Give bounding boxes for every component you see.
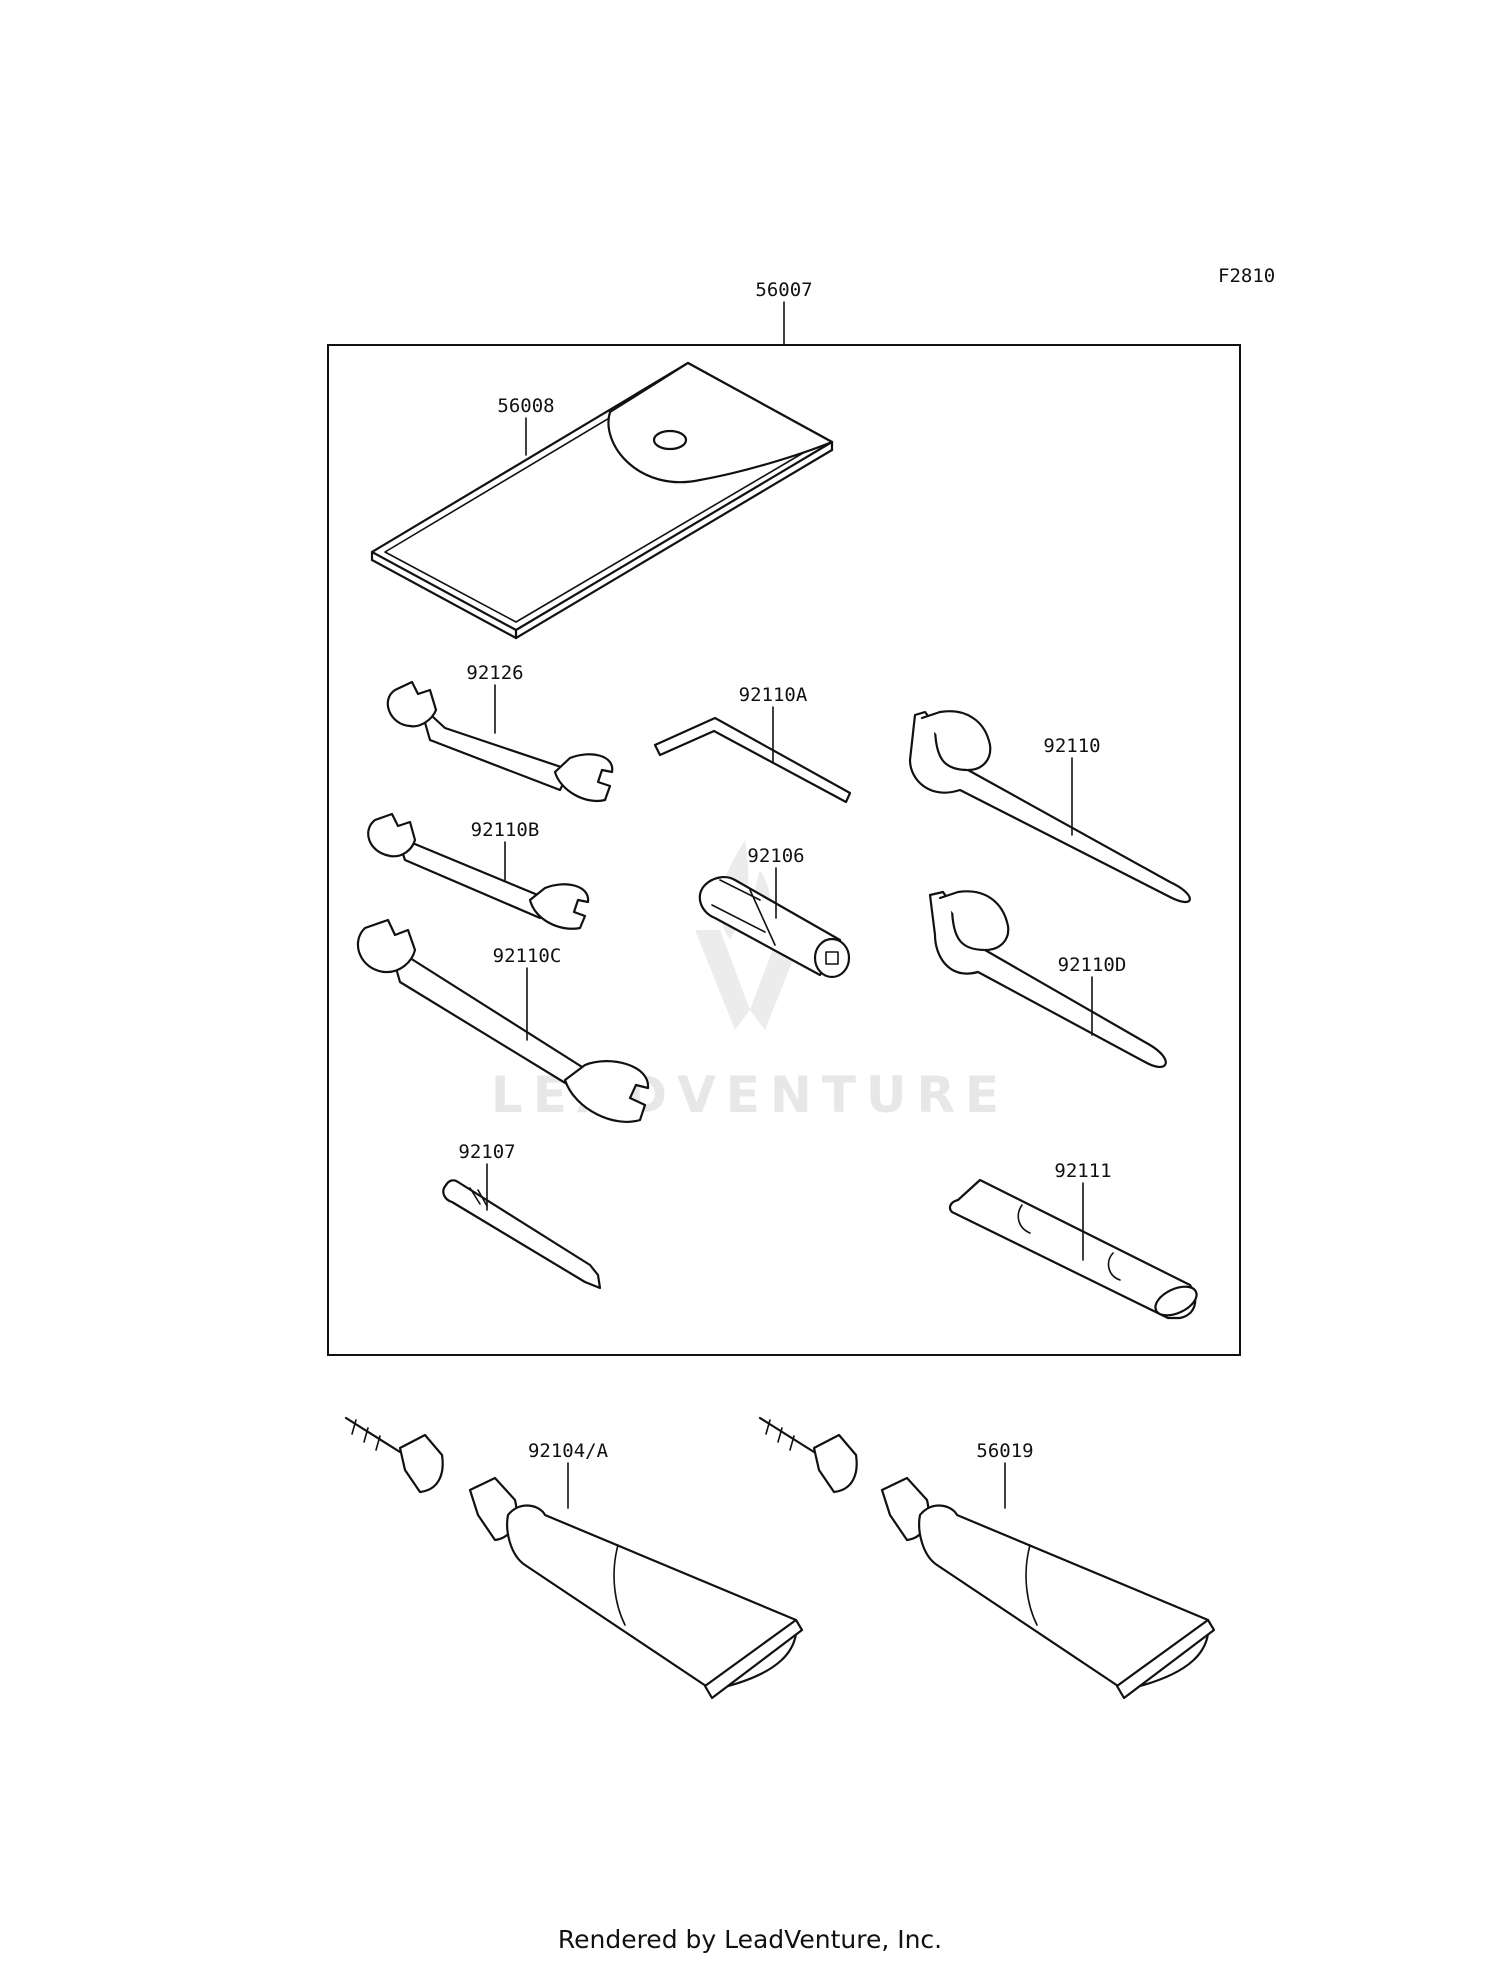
callout-92110B[interactable]: 92110B <box>471 819 540 841</box>
callout-92110D[interactable]: 92110D <box>1058 954 1127 976</box>
socket-92106: 92106 <box>698 845 851 979</box>
hook-spanner-92110: 92110 <box>908 710 1191 903</box>
screwdriver-92107: 92107 <box>442 1141 602 1290</box>
callout-92110C[interactable]: 92110C <box>493 945 562 967</box>
footer-credit: Rendered by LeadVenture, Inc. <box>558 1925 942 1954</box>
grease-tube-92104A: 92104/A <box>344 1416 804 1700</box>
open-wrench-92126: 92126 <box>386 662 614 803</box>
callout-56007[interactable]: 56007 <box>755 279 812 301</box>
tool-kit-group: 56007 <box>327 279 1241 1356</box>
open-wrench-92110B: 92110B <box>367 812 590 930</box>
callout-56019[interactable]: 56019 <box>976 1440 1033 1462</box>
tool-bag: 56008 <box>370 361 834 640</box>
open-wrench-92110C: 92110C <box>356 918 650 1123</box>
callout-56008[interactable]: 56008 <box>497 395 554 417</box>
handle-92111: 92111 <box>948 1160 1198 1320</box>
callout-92106[interactable]: 92106 <box>747 845 804 867</box>
hex-key-92110A: 92110A <box>653 684 852 804</box>
callout-92104A[interactable]: 92104/A <box>528 1440 609 1462</box>
grease-tube-56019: 56019 <box>758 1416 1216 1700</box>
figure-code: F2810 <box>1218 265 1275 287</box>
callout-92110A[interactable]: 92110A <box>739 684 808 706</box>
callout-92126[interactable]: 92126 <box>466 662 523 684</box>
callout-92107[interactable]: 92107 <box>458 1141 515 1163</box>
callout-92111[interactable]: 92111 <box>1054 1160 1111 1182</box>
callout-92110[interactable]: 92110 <box>1043 735 1100 757</box>
hook-spanner-92110D: 92110D <box>928 890 1167 1068</box>
